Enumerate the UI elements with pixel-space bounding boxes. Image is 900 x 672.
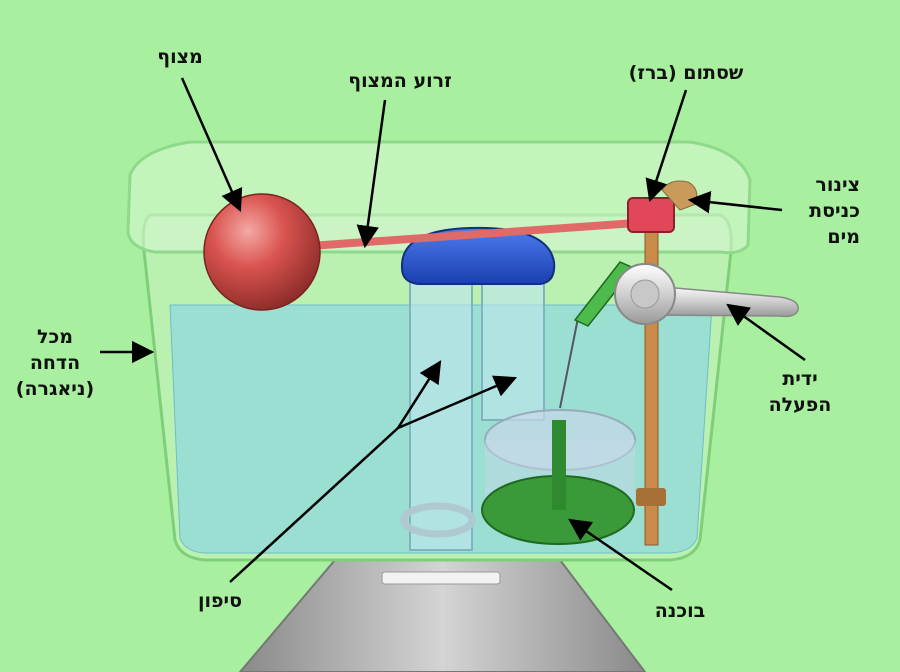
handle-hub <box>630 279 660 309</box>
inlet-fitting <box>636 488 666 506</box>
arrow-valve <box>645 89 688 203</box>
plunger-chain <box>559 317 579 409</box>
float-ball <box>203 193 321 311</box>
handle-lever <box>638 284 799 318</box>
arrow-float-arm <box>356 99 387 249</box>
label-float-arm: זרוע המצוף <box>348 70 452 92</box>
arrow-inlet-pipe <box>687 191 783 214</box>
arrow-plunger <box>568 518 673 592</box>
arrow-siphon-stem <box>229 427 399 583</box>
plunger-rod <box>552 420 566 510</box>
valve-body <box>627 197 675 233</box>
arrow-siphon-left <box>396 360 442 429</box>
label-inlet-pipe: צינור כניסת מים <box>809 174 860 248</box>
siphon-ring <box>400 502 476 538</box>
label-valve: שסתום (ברז) <box>628 62 744 84</box>
arrow-handle <box>726 303 806 362</box>
label-siphon: סיפון <box>197 590 243 612</box>
siphon-tube-right <box>481 269 545 421</box>
arrow-siphon-right <box>397 375 518 430</box>
arrow-float <box>180 77 243 213</box>
label-handle: ידית הפעלה <box>768 368 832 416</box>
siphon-cap <box>400 226 556 285</box>
label-float: מצוף <box>157 46 203 68</box>
label-tank: מכל הדחה (ניאגרה) <box>15 326 95 400</box>
bowl-slot <box>381 571 501 585</box>
label-plunger: בוכנה <box>654 600 706 622</box>
